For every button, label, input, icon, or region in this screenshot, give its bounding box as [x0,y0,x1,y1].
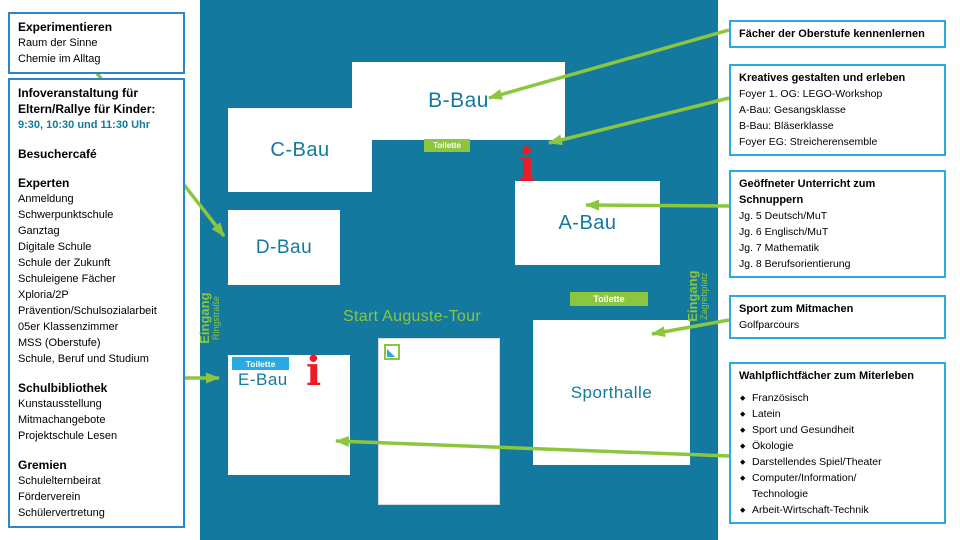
tour-start-icon [384,344,400,360]
legend-item: Mitmachangebote [18,414,106,426]
info-point-icon: i [518,138,536,192]
legend-item: Schwerpunktschule [18,209,114,221]
legend-item: Schule, Beruf und Studium [18,353,149,365]
info-title-line2: Eltern/Rallye für Kinder: [18,102,156,116]
building-d-bau: D-Bau [228,210,340,285]
building-sporthalle: Sporthalle [533,320,690,465]
building-e-bau: E-Bau [228,355,350,475]
callout-item: Latein [739,406,936,423]
entrance-ringstrasse: Eingang Ringstraße [196,258,222,378]
entrance-word: Eingang [684,270,700,322]
campus-map: B-Bau C-Bau D-Bau A-Bau E-Bau Sporthalle… [196,0,718,540]
toilette-label-sporthalle: Toilette [570,292,648,306]
legend-item: Prävention/Schulsozialarbeit [18,305,157,317]
building-c-bau: C-Bau [228,108,372,192]
callout-title: Kreatives gestalten und erleben [739,72,906,84]
callout-item: Arbeit-Wirtschaft-Technik [739,502,936,519]
callout-title: Geöffneter Unterricht zum Schnuppern [739,178,876,206]
building-a-bau: A-Bau [515,181,660,265]
entrance-street: Ringstraße [211,296,222,341]
callout-item: Sport und Gesundheit [739,422,936,439]
building-b-bau: B-Bau [352,62,565,140]
callout-item: Darstellendes Spiel/Theater [739,454,936,471]
callout-bullet-list: Französisch Latein Sport und Gesundheit … [739,390,936,519]
schulbibliothek-title: Schulbibliothek [18,381,108,395]
callout-unterricht: Geöffneter Unterricht zum Schnuppern Jg.… [729,170,946,278]
callout-item: B-Bau: Bläserklasse [739,120,834,132]
tour-start-label: Start Auguste-Tour [343,308,481,325]
legend-item: Schuleigene Fächer [18,273,116,285]
info-title-line1: Infoveranstaltung für [18,86,139,100]
entrance-word: Eingang [196,292,212,344]
callout-oberstufe: Fächer der Oberstufe kennenlernen [729,20,946,48]
entrance-street: Zagrebplatz [699,272,710,320]
legend-item: Projektschule Lesen [18,430,118,442]
callout-item: Französisch [739,390,936,407]
legend-item: MSS (Oberstufe) [18,337,101,349]
callout-item: Jg. 8 Berufsorientierung [739,258,851,270]
tour-start-icon-shape [387,349,395,357]
callout-item: A-Bau: Gesangsklasse [739,104,846,116]
callout-item: Ökologie [739,438,936,455]
callout-title: Wahlpflichtfächer zum Miterleben [739,370,915,382]
info-times: 9:30, 10:30 und 11:30 Uhr [18,119,151,131]
callout-item: Jg. 6 Englisch/MuT [739,226,829,238]
legend-item: Anmeldung [18,193,74,205]
info-point-icon: i [306,348,322,395]
callout-sport: Sport zum Mitmachen Golfparcours [729,295,946,339]
entrance-zagrebplatz: Eingang Zagrebplatz [684,236,710,356]
callout-item: Foyer 1. OG: LEGO-Workshop [739,88,883,100]
callout-item: Golfparcours [739,319,800,331]
besuchercafe-label: Besuchercafé [18,147,97,161]
callout-wahlpflicht: Wahlpflichtfächer zum Miterleben Französ… [729,362,946,524]
callout-kreatives: Kreatives gestalten und erleben Foyer 1.… [729,64,946,156]
tour-start-area [378,338,500,505]
callout-item: Computer/Information/ Technologie [739,470,936,502]
legend-item: Kunstausstellung [18,398,102,410]
callout-item: Foyer EG: Streicherensemble [739,136,878,148]
info-box: Infoveranstaltung für Eltern/Rallye für … [8,78,185,528]
callout-title: Sport zum Mitmachen [739,303,854,315]
experimentieren-title: Experimentieren [18,20,113,34]
legend-item: Digitale Schule [18,241,92,253]
callout-item: Jg. 7 Mathematik [739,242,819,254]
legend-item: Ganztag [18,225,60,237]
toilette-label-bbau: Toilette [424,139,470,152]
legend-item: Förderverein [18,491,81,503]
gremien-title: Gremien [18,458,67,472]
legend-item: Schulelternbeirat [18,475,101,487]
legend-item: 05er Klassenzimmer [18,321,119,333]
legend-item: Schule der Zukunft [18,257,111,269]
legend-item: Chemie im Alltag [18,53,101,65]
legend-item: Raum der Sinne [18,37,98,49]
legend-item: Schülervertretung [18,507,105,519]
experimentieren-box: Experimentieren Raum der Sinne Chemie im… [8,12,185,74]
experten-title: Experten [18,176,70,190]
toilette-label-ebau: Toilette [232,357,289,370]
legend-item: Xploria/2P [18,289,69,301]
callout-item: Jg. 5 Deutsch/MuT [739,210,828,222]
callout-title: Fächer der Oberstufe kennenlernen [739,28,925,40]
